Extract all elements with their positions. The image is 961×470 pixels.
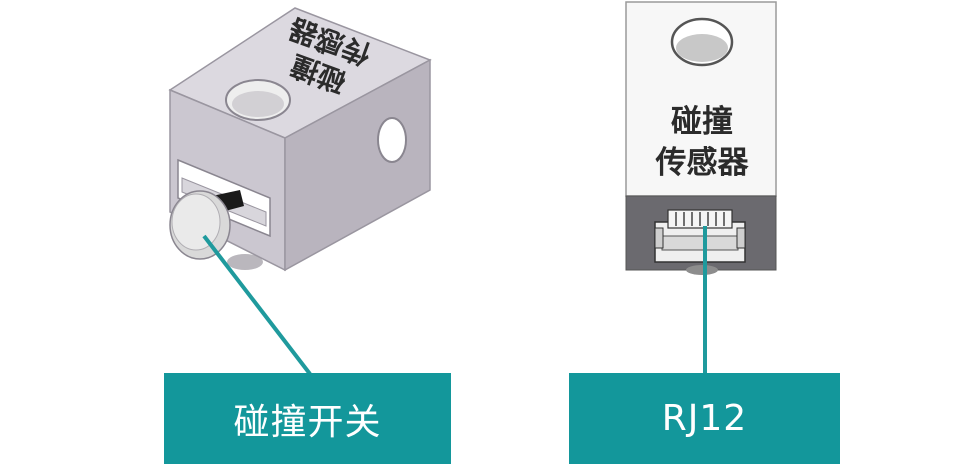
collision-switch-callout: 碰撞开关 xyxy=(164,373,451,464)
collision-switch-button-icon xyxy=(169,190,231,260)
side-mounting-hole-icon xyxy=(377,117,407,163)
collision-sensor-block: 碰撞 传感器 xyxy=(168,7,432,272)
rj12-callout: RJ12 xyxy=(569,373,840,464)
left-leader-line xyxy=(202,234,312,376)
module-label-line1: 碰撞 xyxy=(671,104,733,140)
rj12-callout-label: RJ12 xyxy=(661,398,748,439)
rj12-connector-icon xyxy=(654,209,746,263)
block-side-face xyxy=(284,58,431,272)
module-label-line2: 传感器 xyxy=(655,145,750,181)
sensor-module-board: 碰撞 传感器 xyxy=(625,1,777,275)
collision-switch-callout-label: 碰撞开关 xyxy=(233,401,382,443)
